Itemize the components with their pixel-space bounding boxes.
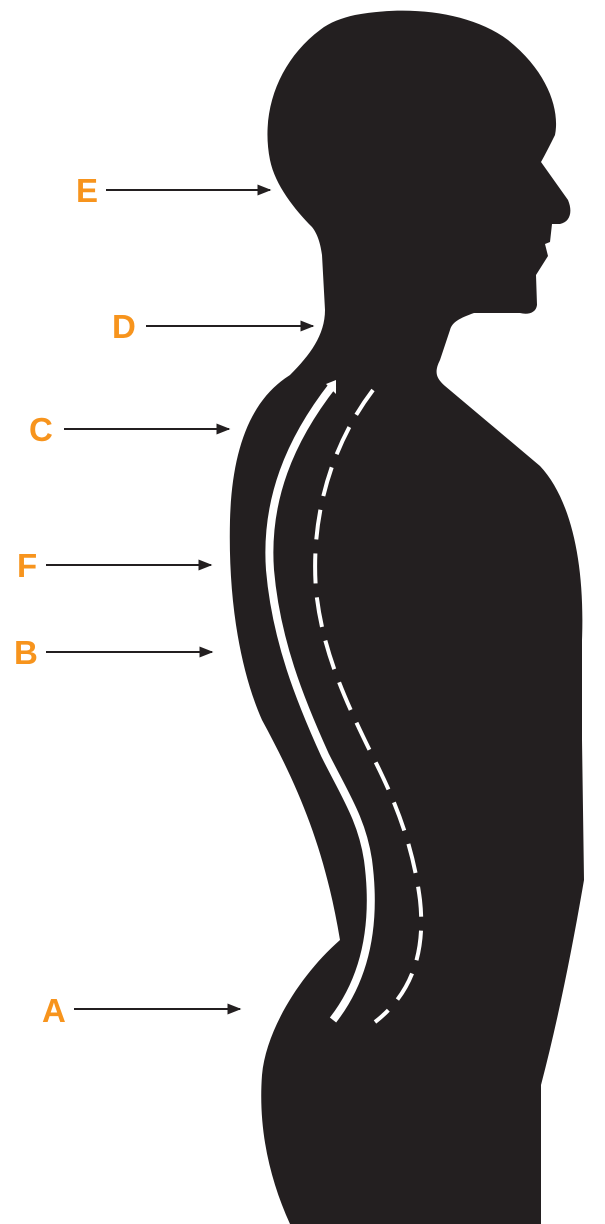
label-a: A bbox=[42, 992, 66, 1029]
label-f: F bbox=[17, 547, 37, 584]
label-c: C bbox=[29, 411, 53, 448]
label-e: E bbox=[76, 172, 98, 209]
label-b: B bbox=[14, 634, 38, 671]
label-d: D bbox=[112, 308, 136, 345]
body-silhouette bbox=[230, 11, 584, 1224]
